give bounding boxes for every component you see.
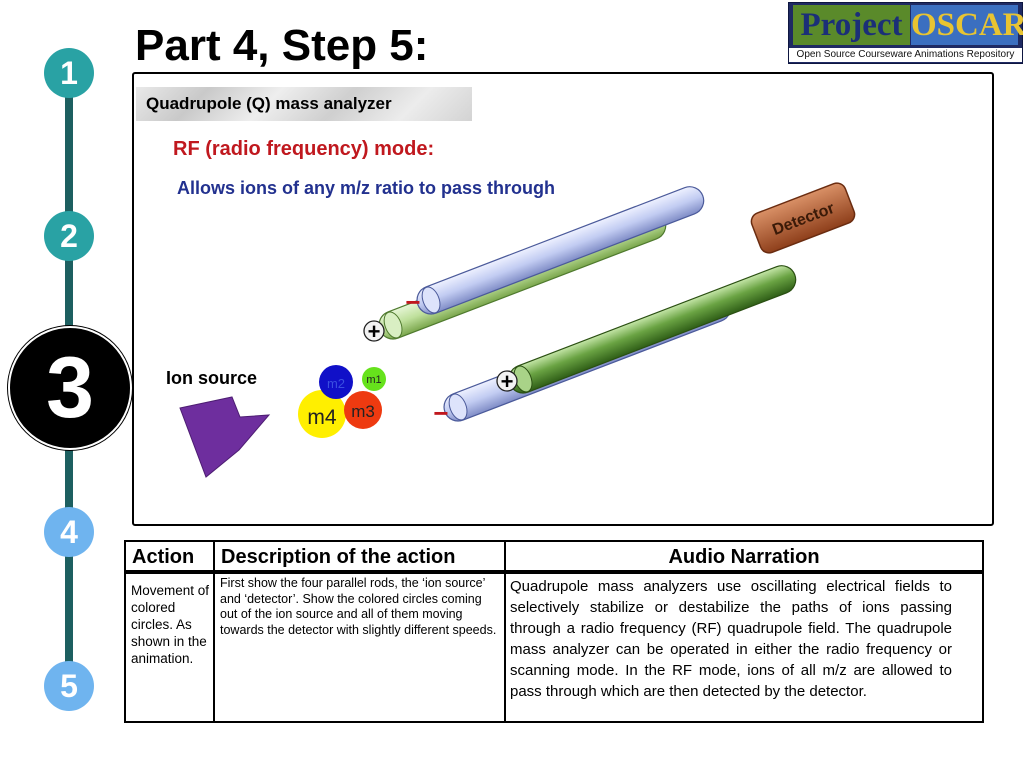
ion-m2-label: m2 — [327, 376, 345, 391]
rod-sign-badge-upper-positive — [363, 320, 385, 342]
logo-subtitle: Open Source Courseware Animations Reposi… — [789, 48, 1022, 62]
rod-sign-upper-positive: + — [368, 319, 381, 344]
header-action: Action — [126, 542, 215, 572]
step-2-button[interactable]: 2 — [44, 211, 94, 261]
rod-lower-positive — [508, 265, 797, 394]
action-cell: Movement of colored circles. As shown in… — [131, 583, 210, 666]
step-3-current[interactable]: 3 — [8, 326, 132, 450]
ion-m3 — [344, 391, 382, 429]
ion-m3-label: m3 — [351, 402, 375, 421]
narration-cell: Quadrupole mass analyzers use oscillatin… — [510, 578, 952, 700]
ion-m4 — [298, 390, 346, 438]
rf-mode-description: Allows ions of any m/z ratio to pass thr… — [177, 178, 556, 198]
detector: Detector — [750, 182, 856, 254]
header-description: Description of the action — [215, 542, 506, 572]
ion-m4-label: m4 — [307, 406, 336, 429]
action-column — [126, 574, 215, 721]
step-1-button[interactable]: 1 — [44, 48, 94, 98]
header-divider — [126, 570, 982, 574]
ion-m1-label: m1 — [366, 374, 381, 386]
step-4-button[interactable]: 4 — [44, 507, 94, 557]
page-title: Part 4, Step 5: — [135, 21, 429, 70]
description-cell: First show the four parallel rods, the ‘… — [220, 576, 497, 637]
storyboard-table: Action Description of the action Audio N… — [124, 540, 984, 723]
logo-word-oscar: OSCAR — [911, 5, 1023, 45]
logo-word-project: Project — [793, 5, 910, 45]
rod-sign-badge-lower-positive — [496, 370, 518, 392]
step-5-button[interactable]: 5 — [44, 661, 94, 711]
rod-sign-upper-negative: − — [405, 287, 420, 317]
ion-source — [179, 396, 271, 478]
project-oscar-logo: Project OSCAR Open Source Courseware Ani… — [788, 2, 1023, 64]
ion-m1 — [362, 367, 386, 391]
rod-sign-lower-negative: − — [433, 398, 448, 428]
ion-source-label: Ion source — [166, 368, 258, 388]
animation-frame — [132, 72, 994, 526]
analyzer-label: Quadrupole (Q) mass analyzer — [136, 87, 472, 121]
header-audio-narration: Audio Narration — [668, 546, 820, 568]
rod-sign-lower-positive: + — [501, 369, 514, 394]
rf-mode-heading: RF (radio frequency) mode: — [173, 138, 435, 160]
description-column — [215, 574, 506, 721]
ion-m2 — [319, 365, 353, 399]
rod-upper-negative — [416, 186, 705, 315]
